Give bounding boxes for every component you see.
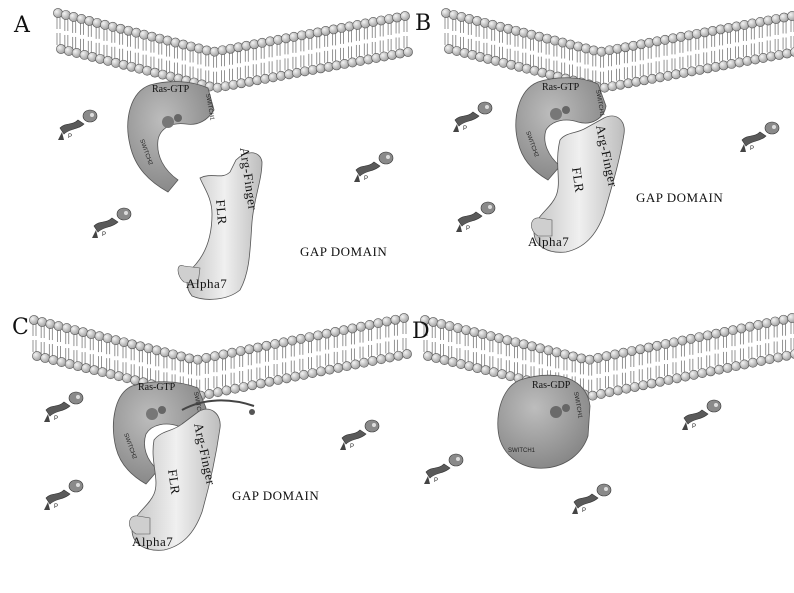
- ras-label-d: Ras-GDP: [532, 380, 571, 391]
- gtp-nucleotide-icon: P: [44, 480, 83, 510]
- ras-label-b: Ras-GTP: [542, 82, 580, 93]
- ras-label-c: Ras-GTP: [138, 382, 176, 393]
- alpha7-label-a: Alpha7: [186, 276, 227, 291]
- gtp-nucleotide-icon: P: [340, 420, 379, 450]
- flr-label-a: FLR: [213, 199, 230, 226]
- gtp-nucleotide-icon: P: [682, 400, 721, 430]
- phosphate-label: P: [750, 146, 754, 152]
- released-phosphate-icon: [249, 409, 255, 415]
- gtp-nucleotide-icon: P: [92, 208, 131, 238]
- gap-domain-label-a: GAP DOMAIN: [300, 244, 387, 259]
- phosphate-label: P: [350, 444, 354, 450]
- phosphate-label: P: [54, 416, 58, 422]
- gap-domain-label-b: GAP DOMAIN: [636, 190, 723, 205]
- alpha7-label-b: Alpha7: [528, 234, 569, 249]
- membrane-panel-b: [441, 8, 794, 92]
- panel-a: A Ras-GTP SWITCH1 SWITCH2 Arg-Finger FLR…: [13, 13, 387, 299]
- phosphate-label: P: [102, 232, 106, 238]
- alpha7-label-c: Alpha7: [132, 534, 173, 549]
- gtp-nucleotide-icon: P: [354, 152, 393, 182]
- membrane-panel-d: [420, 313, 794, 400]
- ras-protein-a: [128, 82, 214, 192]
- phosphate-label: P: [692, 424, 696, 430]
- gtp-nucleotide-icon: P: [740, 122, 779, 152]
- gtp-nucleotide-icon: P: [58, 110, 97, 140]
- gap-domain-label-c: GAP DOMAIN: [232, 488, 319, 503]
- gtp-nucleotide-icon: P: [572, 484, 611, 514]
- gtp-nucleotide-icon: P: [456, 202, 495, 232]
- gtp-nucleotide-icon: P: [44, 392, 83, 422]
- phosphate-label: P: [582, 508, 586, 514]
- phosphate-label: P: [54, 504, 58, 510]
- panel-label-a: A: [13, 13, 31, 38]
- membrane-panel-c: [29, 313, 411, 400]
- gtp-nucleotide-icon: P: [453, 102, 492, 132]
- membrane-panel-a: [53, 8, 412, 92]
- panel-label-c: C: [12, 315, 29, 340]
- switch-bottom-label-d: SWITCH1: [508, 448, 536, 454]
- phosphate-label: P: [68, 134, 72, 140]
- panel-label-b: B: [415, 11, 431, 36]
- phosphate-label: P: [466, 226, 470, 232]
- ras-label-a: Ras-GTP: [152, 84, 190, 95]
- phosphate-label: P: [364, 176, 368, 182]
- gtp-nucleotide-icon: P: [424, 454, 463, 484]
- phosphate-label: P: [434, 478, 438, 484]
- phosphate-label: P: [463, 126, 467, 132]
- panel-label-d: D: [412, 319, 430, 344]
